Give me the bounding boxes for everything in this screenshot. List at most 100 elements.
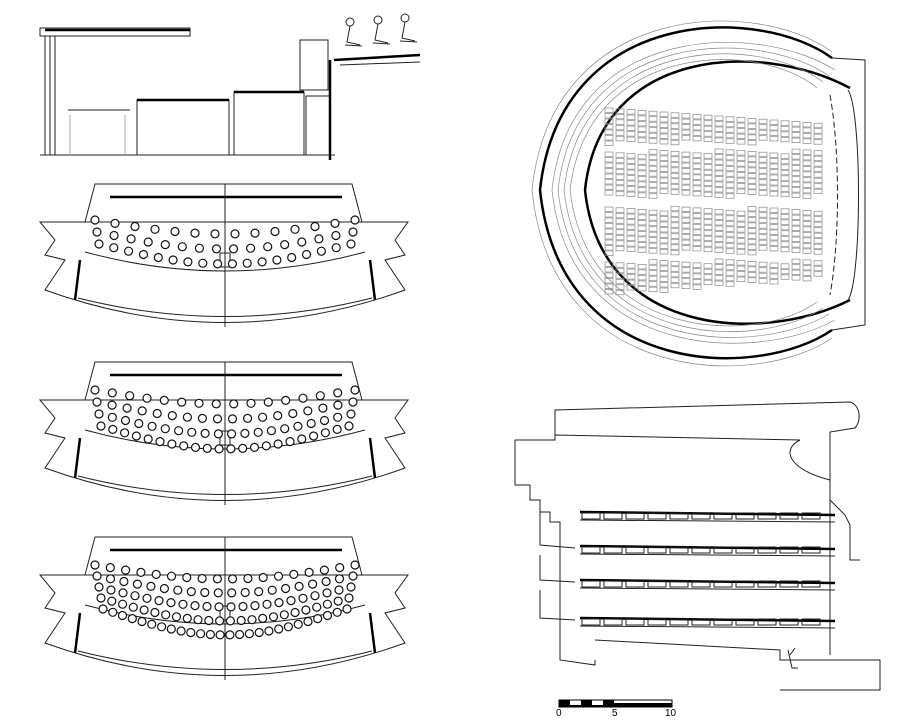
musician [312, 602, 322, 612]
seat [659, 287, 669, 293]
seat [736, 238, 746, 244]
seat [736, 177, 746, 183]
seat [703, 213, 713, 220]
musician [315, 391, 325, 401]
musician [333, 400, 343, 410]
seat [692, 119, 702, 125]
musician [281, 583, 291, 594]
seat [681, 184, 691, 190]
seat-row [625, 512, 645, 520]
musician [350, 385, 360, 395]
seat [736, 172, 746, 178]
seat [648, 264, 658, 271]
seat [692, 136, 702, 142]
musician [273, 571, 284, 581]
seat-row [669, 618, 689, 626]
seat [692, 229, 702, 235]
musician [120, 415, 131, 426]
musician [253, 427, 263, 437]
seat [769, 268, 779, 274]
seat [736, 210, 746, 216]
seat [725, 226, 735, 232]
musician [243, 413, 253, 423]
seat-row [801, 512, 821, 520]
seat [725, 220, 735, 227]
seat [769, 158, 779, 164]
seat-row [735, 580, 755, 588]
seat [648, 193, 658, 199]
musician [190, 601, 200, 611]
seat [626, 158, 636, 164]
seat [802, 265, 812, 271]
musician [274, 624, 284, 634]
seat [747, 239, 757, 245]
seat [802, 232, 812, 238]
musician [235, 629, 245, 640]
musician [179, 441, 189, 451]
musician [171, 612, 182, 622]
musician [134, 418, 144, 429]
seat [736, 227, 746, 233]
seat [769, 169, 779, 175]
seat [681, 135, 691, 141]
seat [604, 162, 614, 168]
seat-row [735, 546, 755, 554]
seat [659, 216, 669, 222]
musician [246, 243, 256, 253]
stage-outline [38, 361, 409, 501]
seat [791, 247, 801, 253]
seat [626, 274, 636, 280]
seat [802, 138, 812, 144]
musician [319, 415, 330, 426]
musician [143, 237, 153, 247]
seat [714, 165, 724, 171]
seat [703, 120, 713, 126]
seat [736, 117, 746, 123]
musician [330, 218, 340, 228]
musician [96, 421, 106, 431]
musician [244, 629, 254, 639]
seat [659, 210, 669, 216]
musician [344, 593, 354, 603]
musician [130, 591, 140, 601]
musician [215, 616, 225, 626]
seat [714, 148, 724, 154]
seat [670, 205, 680, 212]
musician [160, 424, 170, 434]
seat-row [735, 512, 755, 520]
musician [331, 230, 341, 241]
musician [226, 602, 236, 612]
musician [254, 587, 264, 597]
seat [659, 111, 669, 117]
seat [648, 138, 658, 144]
musician [348, 571, 358, 581]
musician [90, 215, 100, 225]
seat [780, 153, 790, 159]
musician [236, 615, 246, 626]
seat [626, 263, 636, 269]
seat [725, 275, 735, 282]
musician [105, 563, 115, 573]
musician [294, 581, 304, 591]
seat [692, 180, 702, 186]
musician [225, 630, 235, 640]
seat [604, 118, 614, 124]
seat [670, 178, 680, 184]
seat [637, 280, 647, 286]
seat [670, 271, 680, 278]
musician [310, 591, 320, 601]
seat [791, 170, 801, 176]
musician [240, 587, 250, 598]
seat [802, 155, 812, 161]
seat [791, 154, 801, 160]
seat [725, 127, 735, 133]
musician [118, 588, 128, 598]
seat [648, 248, 658, 254]
seat [714, 187, 724, 193]
seat [802, 122, 812, 128]
musician [142, 593, 152, 603]
seat [725, 209, 735, 216]
seat-row [603, 512, 623, 520]
seat [725, 176, 735, 183]
seat [692, 262, 702, 268]
